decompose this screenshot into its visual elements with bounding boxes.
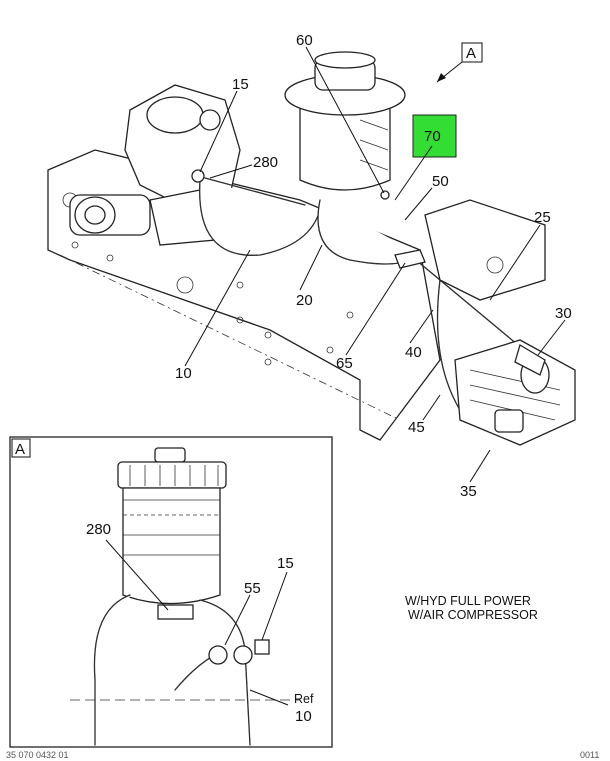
gear-box-upper xyxy=(424,199,546,301)
callout-50: 50 xyxy=(432,173,449,190)
detail-fitting-55 xyxy=(208,645,228,665)
callout-60: 60 xyxy=(296,32,313,49)
detail-callout-280: 280 xyxy=(86,521,111,538)
detail-fitting-280 xyxy=(157,604,194,620)
applicability-note: W/HYD FULL POWER W/AIR COMPRESSOR xyxy=(405,594,538,622)
main-callouts: A 60 15 280 70 50 25 20 10 65 40 30 45 3… xyxy=(175,32,572,500)
detail-ref-text: Ref xyxy=(294,692,314,706)
note-line-1: W/HYD FULL POWER xyxy=(405,594,531,608)
callout-280: 280 xyxy=(253,154,278,171)
hose-45 xyxy=(436,279,461,411)
main-assembly xyxy=(47,51,576,446)
view-ref-box xyxy=(461,42,483,63)
note-line-2: W/AIR COMPRESSOR xyxy=(408,608,538,622)
detail-ref-box xyxy=(11,438,31,458)
reservoir xyxy=(284,51,406,191)
detail-callout-15: 15 xyxy=(277,555,294,572)
callout-15: 15 xyxy=(232,76,249,93)
detail-ref-label: A xyxy=(15,441,25,458)
callout-65: 65 xyxy=(336,355,353,372)
callout-35: 35 xyxy=(460,483,477,500)
callout-30: 30 xyxy=(555,305,572,322)
callout-40: 40 xyxy=(405,344,422,361)
detail-callout-55: 55 xyxy=(244,580,261,597)
callout-70-highlight xyxy=(412,114,457,158)
detail-ref-number: 10 xyxy=(295,708,312,725)
view-ref-label: A xyxy=(466,45,476,62)
figure-id: 35 070 0432 01 xyxy=(6,750,69,760)
callout-10: 10 xyxy=(175,365,192,382)
callout-25: 25 xyxy=(534,209,551,226)
fitting-280 xyxy=(191,169,205,183)
detail-reservoir xyxy=(117,447,227,605)
fitting-60 xyxy=(380,190,390,200)
pump-35 xyxy=(454,339,576,446)
steering-gear xyxy=(69,84,241,246)
callout-20: 20 xyxy=(296,292,313,309)
detail-fitting-15b xyxy=(254,639,270,655)
detail-fitting-15a xyxy=(233,645,253,665)
fitting-30 xyxy=(514,344,546,376)
leader-lines xyxy=(184,46,566,483)
callout-45: 45 xyxy=(408,419,425,436)
callout-70: 70 xyxy=(424,128,441,145)
page-code: 0011 xyxy=(580,750,599,760)
view-arrow-head xyxy=(437,73,446,82)
detail-a-inset: A 280 55 15 Ref xyxy=(9,436,333,748)
clamp-65 xyxy=(394,249,426,269)
